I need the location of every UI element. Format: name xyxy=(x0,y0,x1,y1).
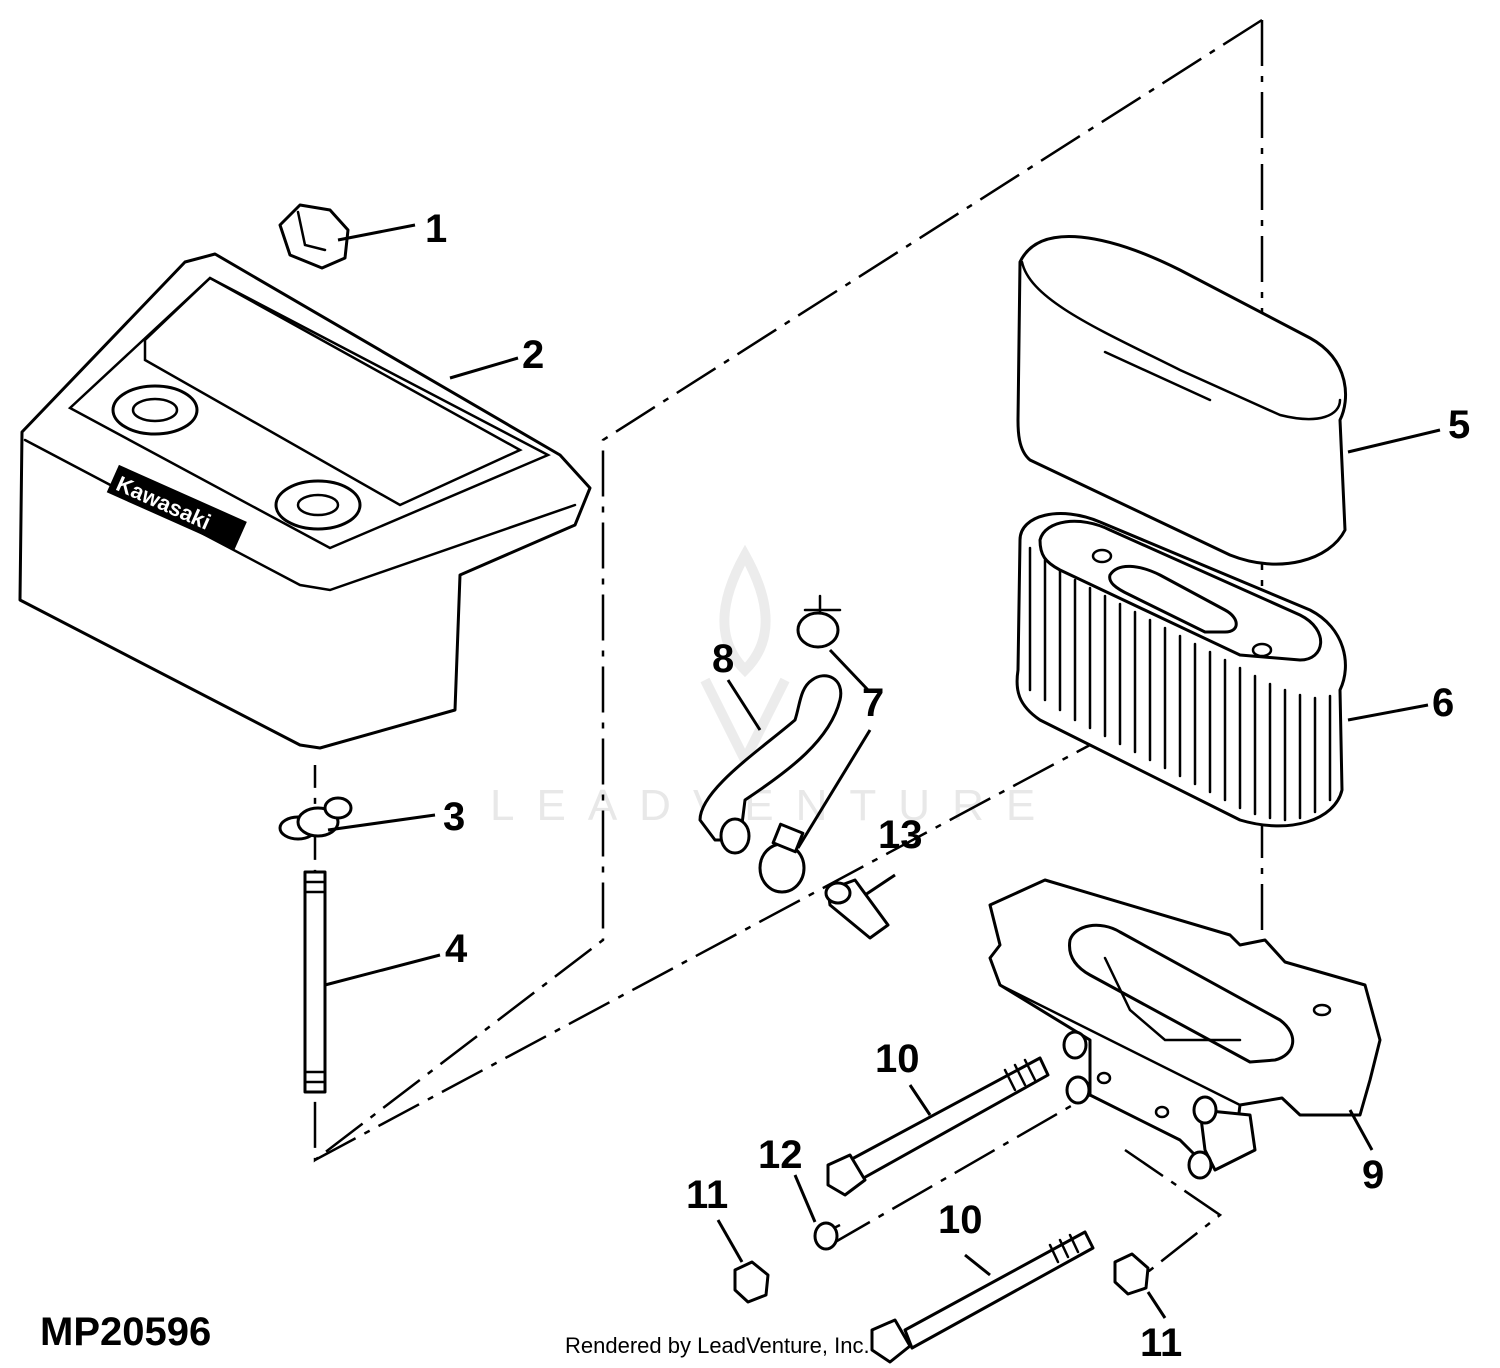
hose-clamp-lower xyxy=(758,822,806,894)
breather-fitting xyxy=(824,878,890,940)
callout-8: 8 xyxy=(712,637,734,681)
callout-7: 7 xyxy=(862,681,884,725)
callout-leaders xyxy=(324,223,1441,1319)
hose-clamp-upper xyxy=(796,594,842,649)
bracket-studs xyxy=(1062,1030,1218,1180)
callout-13: 13 xyxy=(878,813,923,857)
callout-9: 9 xyxy=(1362,1153,1384,1197)
callout-3: 3 xyxy=(443,795,465,839)
callout-12: 12 xyxy=(758,1133,803,1177)
air-cleaner-base xyxy=(988,878,1382,1172)
bolt-lower xyxy=(870,1230,1095,1364)
callout-10a: 10 xyxy=(875,1037,920,1081)
clip xyxy=(278,796,353,841)
callout-6: 6 xyxy=(1432,681,1454,725)
callout-4: 4 xyxy=(445,927,468,971)
hex-nut-left xyxy=(733,1260,770,1304)
leadventure-watermark: LEADVENTURE xyxy=(490,544,1057,830)
stud-rod xyxy=(303,870,327,1094)
callout-11b: 11 xyxy=(1140,1321,1182,1365)
callout-11a: 11 xyxy=(686,1173,728,1217)
breather-hose xyxy=(698,674,843,855)
air-cleaner-cover: Kawasaki xyxy=(18,252,592,750)
callout-1: 1 xyxy=(425,207,447,251)
bolt-upper xyxy=(826,1056,1050,1197)
wing-nut xyxy=(278,203,350,270)
callout-2: 2 xyxy=(522,333,544,377)
svg-text:LEADVENTURE: LEADVENTURE xyxy=(490,781,1057,830)
pre-cleaner xyxy=(1016,235,1347,566)
figure-id: MP20596 xyxy=(40,1310,212,1354)
lock-washer xyxy=(813,1221,839,1251)
render-credit: Rendered by LeadVenture, Inc. xyxy=(565,1333,870,1358)
callout-10b: 10 xyxy=(938,1198,983,1242)
callout-5: 5 xyxy=(1448,403,1470,447)
air-filter-element xyxy=(1015,512,1347,828)
hex-nut-right xyxy=(1113,1252,1150,1296)
